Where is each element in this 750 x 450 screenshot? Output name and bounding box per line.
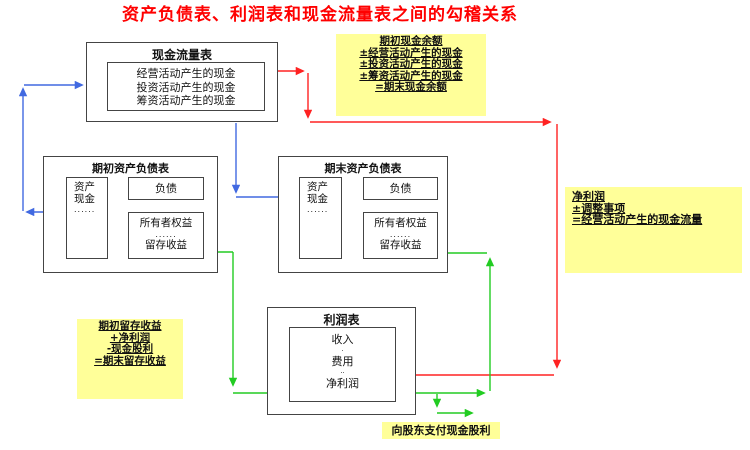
ending-liabilities-box: 负债 [363, 177, 438, 200]
arrow-dividend-branch [432, 394, 474, 418]
equity-retained-earnings: 留存收益 [379, 239, 422, 251]
cash-flow-item-financing: 筹资活动产生的现金 [136, 94, 236, 107]
note-line: 期初现金余额 [379, 35, 443, 47]
beginning-balance-sheet-box: 期初资产负债表 资产 现金 ...... 负债 所有者权益 ...... 留存收… [43, 156, 218, 273]
note-line: +净利润 [109, 331, 151, 344]
ending-equity-box: 所有者权益 ...... 留存收益 [363, 212, 438, 259]
beginning-assets-box: 资产 现金 ...... [66, 177, 108, 259]
note-line: =经营活动产生的现金流量 [572, 213, 703, 226]
cash-flow-item-investing: 投资活动产生的现金 [136, 80, 236, 94]
cash-flow-statement-box: 现金流量表 经营活动产生的现金 投资活动产生的现金 筹资活动产生的现金 [86, 42, 278, 122]
ending-balance-sheet-label: 期末资产负债表 [324, 162, 402, 175]
equity-retained-earnings: 留存收益 [145, 239, 187, 251]
note-retained-earnings: 期初留存收益 +净利润 -现金股利 =期末留存收益 [77, 319, 183, 399]
note-line: ±筹资活动产生的现金 [359, 69, 463, 82]
assets-line: 资产 [74, 181, 95, 193]
ending-assets-box: 资产 现金 ...... [299, 177, 342, 259]
note-line: =期末留存收益 [94, 354, 166, 367]
income-statement-box: 利润表 收入 · 费用 ·· 净利润 [267, 307, 416, 415]
income-revenue: 收入 [331, 333, 354, 346]
note-cash-reconciliation: 期初现金余额 ±经营活动产生的现金 ±投资活动产生的现金 ±筹资活动产生的现金 … [336, 34, 486, 116]
page-title: 资产负债表、利润表和现金流量表之间的勾稽关系 [122, 5, 518, 25]
income-statement-label: 利润表 [323, 313, 360, 327]
equity-title: 所有者权益 [374, 217, 427, 229]
ending-balance-sheet-box: 期末资产负债表 资产 现金 ...... 负债 所有者权益 ...... 留存收… [278, 156, 448, 273]
note-line: =期末现金余额 [375, 81, 447, 93]
assets-line: 现金 [74, 193, 95, 205]
arrow-netprofit-to-retained [416, 248, 495, 398]
assets-dots: ...... [74, 205, 96, 214]
cash-flow-items: 经营活动产生的现金 投资活动产生的现金 筹资活动产生的现金 [108, 67, 264, 108]
note-line: 净利润 [572, 190, 605, 203]
beginning-equity-box: 所有者权益 ...... 留存收益 [128, 212, 204, 259]
assets-line: 现金 [307, 193, 328, 205]
income-items-box: 收入 · 费用 ·· 净利润 [289, 327, 396, 402]
beginning-liabilities-box: 负债 [128, 177, 204, 200]
note-line: ±投资活动产生的现金 [359, 58, 463, 70]
equity-dots: ...... [389, 230, 412, 239]
income-net-profit: 净利润 [326, 377, 359, 390]
assets-line: 资产 [307, 181, 328, 193]
note-line: ±经营活动产生的现金 [359, 46, 463, 59]
beginning-balance-sheet-label: 期初资产负债表 [92, 162, 169, 175]
assets-dots: ...... [307, 205, 329, 214]
note-operating-cash: 净利润 ±调整事项 =经营活动产生的现金流量 [565, 187, 742, 273]
cash-flow-items-box: 经营活动产生的现金 投资活动产生的现金 筹资活动产生的现金 [107, 62, 265, 111]
income-expense: 费用 [331, 355, 354, 368]
equity-title: 所有者权益 [139, 217, 193, 229]
income-separator: · [341, 347, 344, 355]
note-line: 期初留存收益 [98, 320, 162, 332]
note-line: ±调整事项 [572, 201, 626, 215]
note-dividend: 向股东支付现金股利 [382, 422, 500, 439]
cash-flow-item-operating: 经营活动产生的现金 [136, 67, 236, 80]
income-separator: ·· [340, 369, 345, 377]
income-items: 收入 · 费用 ·· 净利润 [290, 333, 395, 391]
equity-dots: ...... [155, 230, 177, 239]
note-line: -现金股利 [106, 343, 154, 355]
cash-flow-statement-label: 现金流量表 [151, 48, 212, 62]
